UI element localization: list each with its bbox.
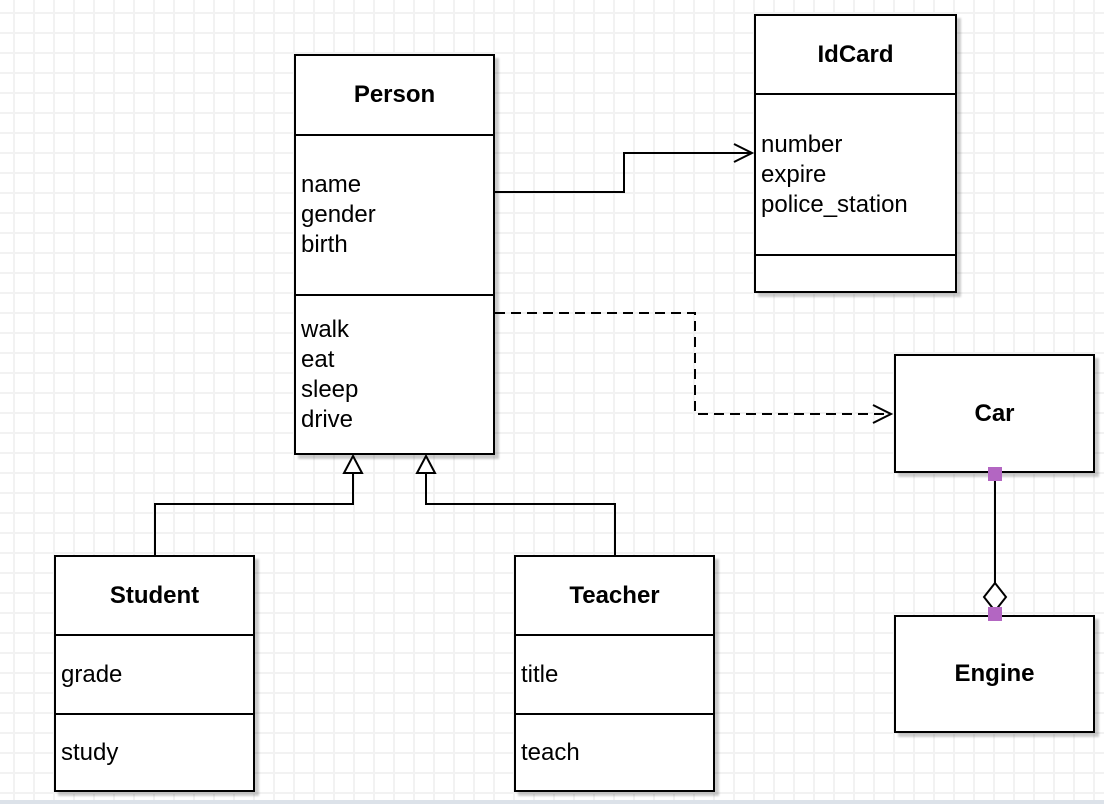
class-method: drive	[301, 405, 354, 433]
edge-association-person-idcard[interactable]	[495, 143, 755, 193]
endpoint-handle[interactable]	[988, 467, 1002, 481]
class-title: Student	[109, 581, 200, 609]
methods-section: study	[56, 713, 253, 790]
class-car[interactable]: Car	[894, 354, 1095, 473]
class-attribute: gender	[301, 201, 376, 228]
class-attribute: birth	[301, 231, 348, 258]
open-arrowhead-icon	[872, 404, 894, 424]
attributes-section: number expire police_station	[756, 93, 955, 254]
class-person[interactable]: Person name gender birth walk eat sleep …	[294, 54, 495, 455]
class-attribute: title	[521, 660, 559, 688]
attributes-section: title	[516, 634, 713, 713]
hollow-diamond-icon	[982, 581, 1008, 613]
class-attribute: expire	[761, 160, 827, 188]
hollow-triangle-icon	[415, 453, 437, 474]
class-idcard[interactable]: IdCard number expire police_station	[754, 14, 957, 293]
class-method: teach	[521, 738, 580, 766]
edge-aggregation-car-engine[interactable]	[982, 467, 1008, 621]
class-method: study	[61, 738, 119, 766]
class-student[interactable]: Student grade study	[54, 555, 255, 792]
endpoint-handle[interactable]	[988, 607, 1002, 621]
edge-dependency-person-car[interactable]	[495, 312, 894, 424]
class-teacher[interactable]: Teacher title teach	[514, 555, 715, 792]
class-title: Teacher	[569, 581, 660, 609]
class-method: walk	[301, 315, 350, 343]
class-attribute: police_station	[761, 190, 908, 218]
edge-generalization-teacher-person[interactable]	[415, 453, 616, 555]
class-title: Car	[974, 399, 1015, 427]
class-method: sleep	[301, 375, 359, 403]
class-engine[interactable]: Engine	[894, 615, 1095, 733]
class-method: eat	[301, 345, 335, 373]
class-attribute: name	[301, 171, 362, 198]
hollow-triangle-icon	[342, 453, 364, 474]
class-title: Engine	[954, 660, 1035, 687]
class-title: Person	[353, 81, 436, 108]
methods-section-empty	[756, 254, 955, 291]
canvas-bottom-edge	[0, 800, 1104, 804]
class-title: IdCard	[817, 40, 894, 68]
edge-generalization-student-person[interactable]	[154, 453, 364, 555]
methods-section: walk eat sleep drive	[296, 294, 493, 453]
class-attribute: grade	[61, 660, 123, 688]
class-attribute: number	[761, 130, 843, 158]
methods-section: teach	[516, 713, 713, 790]
attributes-section: name gender birth	[296, 134, 493, 294]
open-arrowhead-icon	[733, 143, 755, 163]
attributes-section: grade	[56, 634, 253, 713]
